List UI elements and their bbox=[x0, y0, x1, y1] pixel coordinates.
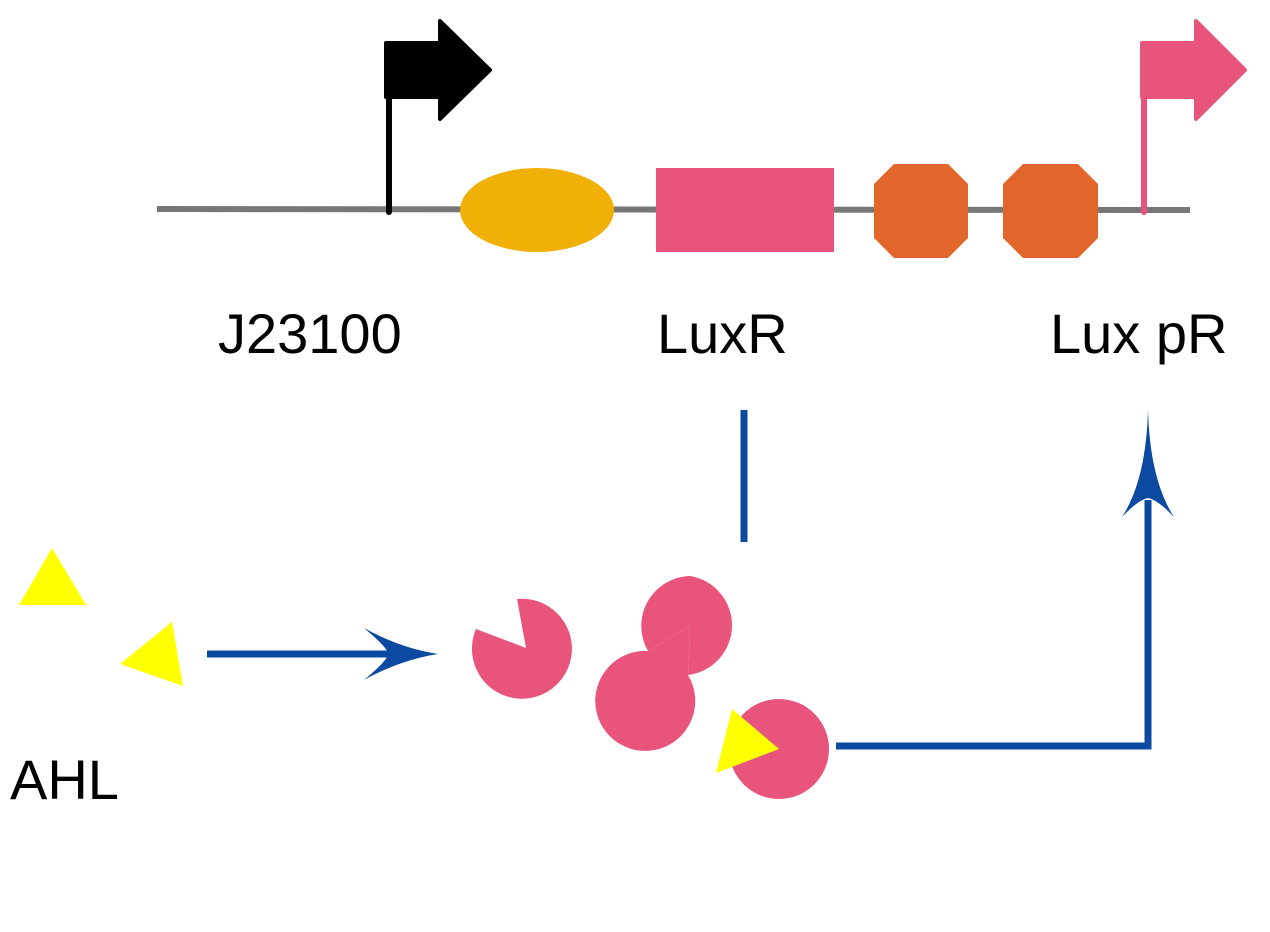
promoter-label: J23100 bbox=[218, 302, 402, 365]
activation-arrow bbox=[836, 410, 1174, 750]
gene-label: LuxR bbox=[657, 302, 788, 365]
luxr-protein-2 bbox=[595, 626, 696, 751]
signal-label: AHL bbox=[10, 748, 119, 811]
inducible-promoter-glyph bbox=[1140, 19, 1247, 215]
constitutive-promoter-glyph bbox=[384, 19, 492, 215]
luxr-protein-2-fill bbox=[641, 576, 733, 675]
luxr-ahl-complex bbox=[716, 699, 829, 799]
ahl-molecule-2 bbox=[120, 622, 183, 686]
terminator-glyph-2 bbox=[1003, 164, 1098, 258]
ahl-binding-arrow bbox=[207, 628, 438, 680]
terminator-glyph-1 bbox=[874, 164, 968, 258]
luxr-cds-glyph bbox=[656, 168, 834, 252]
rbs-glyph bbox=[460, 168, 614, 252]
ahl-molecule-1 bbox=[19, 548, 86, 605]
target-promoter-label: Lux pR bbox=[1050, 302, 1228, 365]
luxr-protein-1 bbox=[471, 598, 572, 699]
